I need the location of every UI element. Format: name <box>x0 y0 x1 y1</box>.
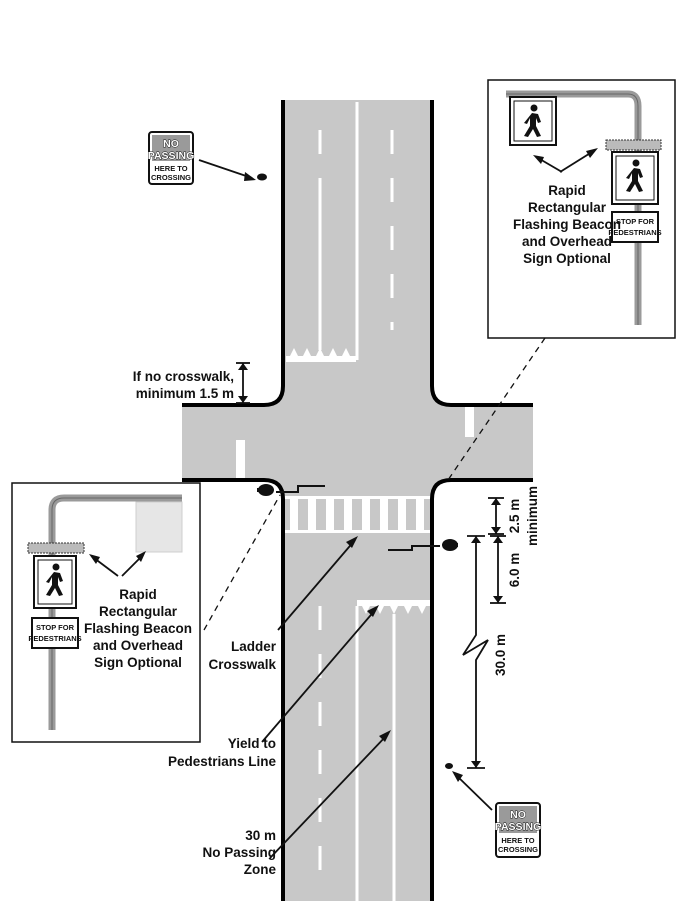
if-no-crosswalk-label-line1: If no crosswalk, <box>133 369 234 384</box>
ladder-crosswalk-label-line2: Crosswalk <box>208 657 276 672</box>
callout-dashed-line-left <box>203 494 281 631</box>
no-passing-bottom-line1: NO <box>510 809 526 821</box>
callout-bl-line4: and Overhead <box>93 638 183 653</box>
callout-tr-line4: and Overhead <box>522 234 612 249</box>
no-passing-top-line3: HERE TO <box>154 164 187 173</box>
stop-sign-tr-line2: PEDESTRIANS <box>608 228 661 237</box>
callout-bl-line2: Rectangular <box>99 604 178 619</box>
pedestrian-icon <box>524 104 541 137</box>
overhead-pedestrian-sign <box>135 501 183 553</box>
beacon-flasher <box>605 139 662 151</box>
leader-lines <box>261 536 391 859</box>
dimension-2-5m <box>488 497 504 535</box>
crosswalk-beacon-east <box>388 539 458 551</box>
no-passing-bottom-line2: PASSING <box>495 821 541 833</box>
zone-label-line1: 30 m <box>245 828 276 843</box>
minimum-label: minimum <box>525 486 540 546</box>
if-no-crosswalk-label-line2: minimum 1.5 m <box>136 386 234 401</box>
ladder-crosswalk-label-line1: Ladder <box>231 639 277 654</box>
pedestrian-icon <box>46 563 63 596</box>
south-yield-line <box>357 600 430 614</box>
zone-label-line3: Zone <box>244 862 277 877</box>
dimension-30-0m <box>462 535 489 769</box>
callout-tr-line1: Rapid <box>548 183 586 198</box>
north-yield-line <box>286 348 356 362</box>
stop-sign-bl-line1: STOP FOR <box>36 623 75 632</box>
no-passing-top-line2: PASSING <box>148 150 194 162</box>
dim-30-0m-label: 30.0 m <box>493 634 508 676</box>
stop-for-pedestrians-sign <box>611 211 659 243</box>
stop-sign-tr-line1: STOP FOR <box>616 217 655 226</box>
callout-box-bottom-left: STOP FOR PEDESTRIANS Rapid Rectangular F… <box>11 482 201 743</box>
curb-southwest <box>182 478 285 901</box>
callout-bl-line5: Sign Optional <box>94 655 182 670</box>
curb-southeast <box>430 478 533 901</box>
callout-box-top-right: STOP FOR PEDESTRIANS Rapid Rectangular F… <box>487 79 676 339</box>
west-stop-bar <box>236 440 245 478</box>
callout-dashed-line-right <box>447 337 546 481</box>
no-passing-sign-bottom: NO PASSING HERE TO CROSSING <box>494 802 542 858</box>
callout-bl-line3: Flashing Beacon <box>84 621 192 636</box>
no-passing-bottom-line4: CROSSING <box>498 845 538 854</box>
callout-tr-line2: Rectangular <box>528 200 607 215</box>
no-passing-top-line1: NO <box>163 138 179 150</box>
crosswalk-beacon-west <box>257 484 325 496</box>
beacon-flasher <box>27 542 85 554</box>
callout-bl-line1: Rapid <box>119 587 157 602</box>
callout-tr-line3: Flashing Beacon <box>513 217 621 232</box>
callout-tr-line5: Sign Optional <box>523 251 611 266</box>
no-passing-bottom-leader <box>445 763 493 811</box>
dim-2-5m-label: 2.5 m <box>507 499 522 534</box>
dim-6-0m-label: 6.0 m <box>507 553 522 588</box>
curb-northwest <box>182 100 285 407</box>
dimension-1-5m <box>236 362 250 404</box>
stop-for-pedestrians-sign <box>31 617 79 649</box>
stop-sign-bl-line2: PEDESTRIANS <box>28 634 81 643</box>
no-passing-sign-top: NO PASSING HERE TO CROSSING <box>147 131 195 185</box>
ladder-crosswalk <box>285 496 430 533</box>
yield-label-line1: Yield to <box>228 736 276 751</box>
no-passing-top-line4: CROSSING <box>151 173 191 182</box>
roadway <box>182 100 533 901</box>
east-stop-bar <box>465 407 474 437</box>
curb-northeast <box>430 100 533 407</box>
road-surface <box>182 100 533 901</box>
dimension-6-0m <box>490 535 506 604</box>
no-passing-top-leader <box>198 159 267 181</box>
zone-label-line2: No Passing <box>202 845 276 860</box>
yield-label-line2: Pedestrians Line <box>168 754 277 769</box>
no-passing-bottom-line3: HERE TO <box>501 836 534 845</box>
pedestrian-icon <box>626 159 643 192</box>
